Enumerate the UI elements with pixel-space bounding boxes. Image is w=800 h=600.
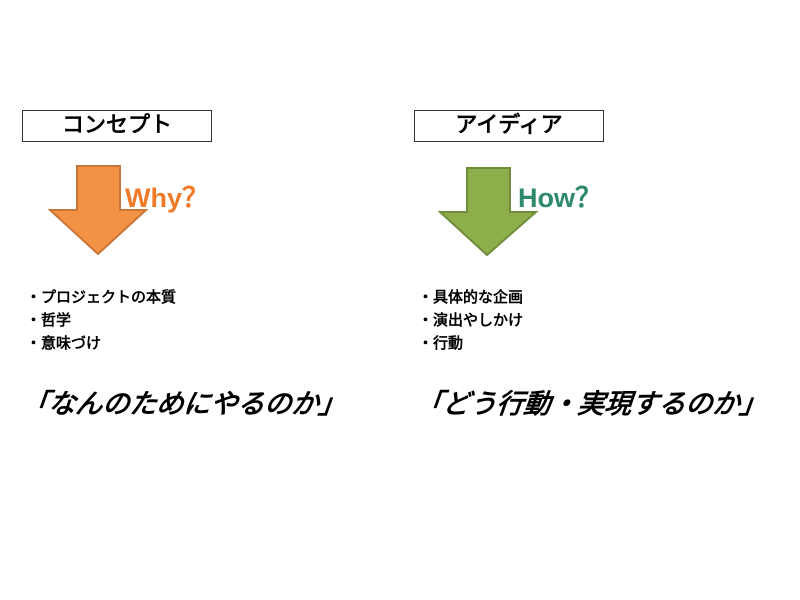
bullet-item: ・哲学 [26,311,72,329]
bullet-item: ・行動 [418,334,464,352]
how-label: How？ [518,183,602,213]
why-label: Why？ [125,183,209,213]
bullet-item: ・具体的な企画 [418,288,524,306]
down-arrow-icon [438,167,539,257]
idea-title-box: アイディア [414,110,604,142]
bullet-item: ・演出やしかけ [418,311,524,329]
idea-slogan: 「どう行動・実現するのか」 [414,389,769,420]
idea-bullet-list: ・具体的な企画 ・演出やしかけ ・行動 [418,286,523,355]
bullet-item: ・プロジェクトの本質 [26,288,177,306]
bullet-item: ・意味づけ [26,334,102,352]
down-arrow-icon [48,165,149,256]
concept-slogan: 「なんのためにやるのか」 [20,389,348,420]
concept-title-box: コンセプト [22,110,212,142]
concept-bullet-list: ・プロジェクトの本質 ・哲学 ・意味づけ [26,286,176,355]
